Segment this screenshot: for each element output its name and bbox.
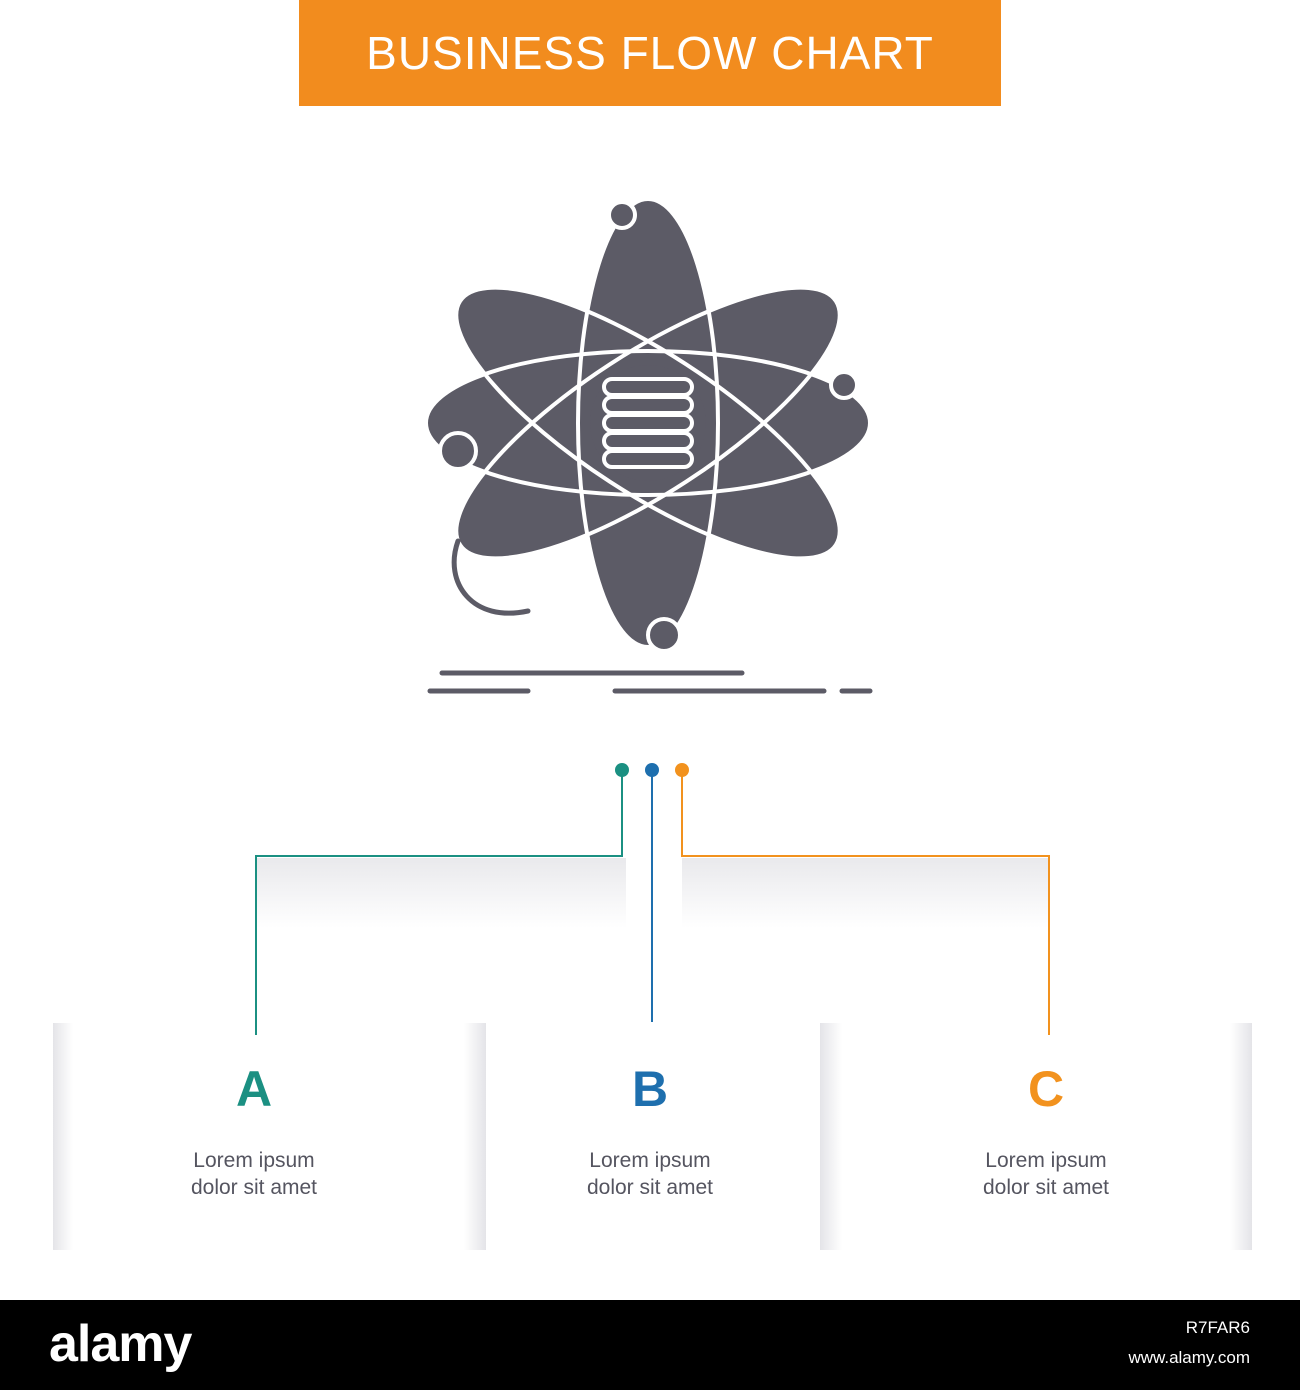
title-banner: BUSINESS FLOW CHART (299, 0, 1001, 106)
step-c-letter: C (1027, 1061, 1065, 1117)
connector-line-a (255, 770, 623, 1035)
step-c-line1: Lorem ipsum (985, 1149, 1107, 1172)
step-a-line2: dolor sit amet (190, 1176, 318, 1199)
footer-url[interactable]: www.alamy.com (1128, 1348, 1250, 1367)
footer-logo: alamy (49, 1315, 192, 1373)
step-c-line2: dolor sit amet (982, 1176, 1110, 1199)
step-b-description: Lorem ipsum dolor sit amet (500, 1147, 800, 1201)
footer-bar: alamy R7FAR6 www.alamy.com (0, 1300, 1300, 1390)
step-b-letter: B (631, 1061, 669, 1117)
atom-analysis-coins-icon (424, 197, 873, 694)
step-a-description: Lorem ipsum dolor sit amet (104, 1147, 404, 1201)
step-b-line2: dolor sit amet (586, 1176, 714, 1199)
connector-line-c (681, 770, 1050, 1035)
footer-image-id: R7FAR6 (1185, 1318, 1250, 1337)
step-b-line1: Lorem ipsum (589, 1149, 711, 1172)
panel-c-left-edge (820, 1023, 842, 1250)
step-a-line1: Lorem ipsum (193, 1149, 315, 1172)
center-gap (626, 858, 682, 928)
panel-c-right-edge (1230, 1023, 1252, 1250)
panel-a-left-edge (53, 1023, 73, 1250)
page-title: BUSINESS FLOW CHART (366, 27, 934, 79)
step-a-letter: A (235, 1061, 273, 1117)
step-c-description: Lorem ipsum dolor sit amet (896, 1147, 1196, 1201)
panel-a-right-edge (464, 1023, 486, 1250)
flow-diagram (53, 197, 1252, 1250)
